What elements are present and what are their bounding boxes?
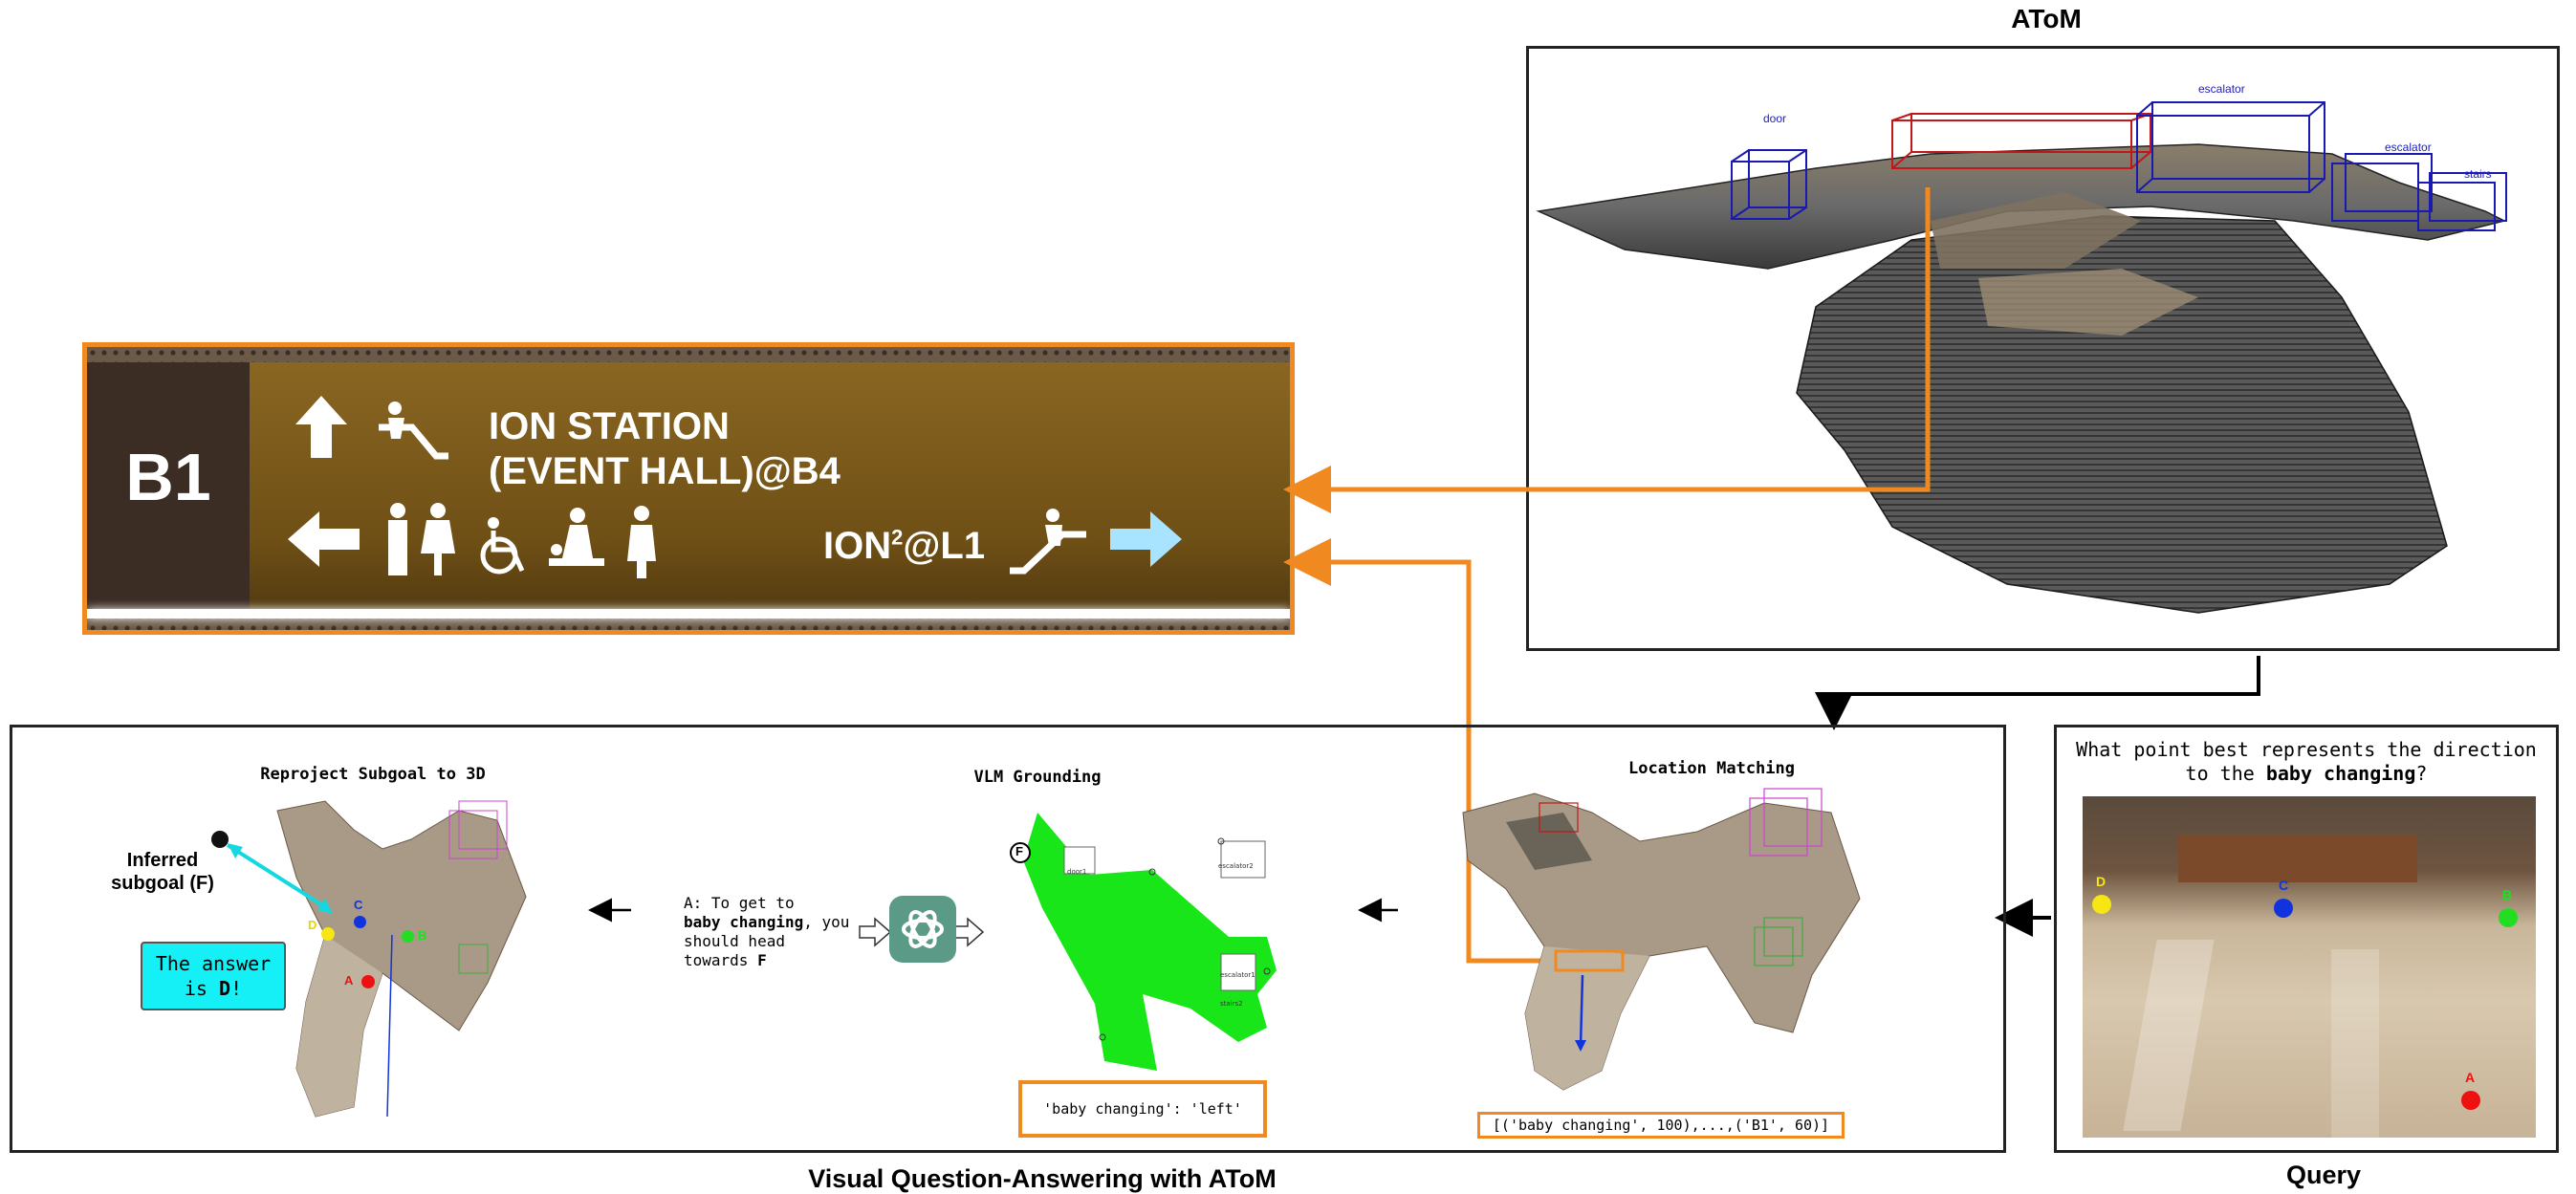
matches-box: [('baby changing', 100),...,('B1', 60)] — [1477, 1112, 1845, 1139]
sign-plate: B1 ION STATION (EVENT HALL)@B4 — [87, 362, 1290, 619]
reproject-point-c — [354, 916, 366, 928]
answer-line1: A: To get to — [684, 894, 795, 912]
point-f-label: F — [1015, 844, 1023, 858]
answer-line3: should head — [684, 932, 785, 950]
sign-line2: (EVENT HALL)@B4 — [489, 450, 840, 492]
sign-light-strip — [87, 609, 1290, 619]
floor-reflection — [2123, 940, 2215, 1131]
reproject-title: Reproject Subgoal to 3D — [260, 765, 486, 784]
query-point-d — [2092, 895, 2111, 914]
vlm-label-stairs: stairs2 — [1220, 1000, 1243, 1008]
vlm-label-door: door1 — [1067, 868, 1087, 876]
reproject-point-d — [321, 927, 335, 941]
sign-level-block: B1 — [87, 362, 250, 619]
reproject-label-d: D — [308, 918, 317, 932]
question-prefix: What point best represents the direction… — [2076, 738, 2537, 785]
vlm-label-escalator2: escalator2 — [1218, 862, 1254, 870]
openai-logo-icon — [889, 896, 956, 963]
question-suffix: ? — [2415, 762, 2428, 785]
reproject-label-a: A — [344, 973, 354, 988]
vlm-grounding-title: VLM Grounding — [973, 768, 1102, 787]
atom-3d-map — [1536, 101, 2507, 614]
query-title: Query — [2285, 1161, 2362, 1189]
sign-ion2: ION2@L1 — [823, 525, 985, 568]
reproject-label-b: B — [418, 928, 427, 943]
baby-changing-icon — [549, 508, 604, 566]
query-point-c — [2274, 899, 2293, 918]
answer-box-bold: D — [219, 977, 231, 1000]
matched-sign-box — [1554, 949, 1625, 972]
sign-ion2-sup: 2 — [891, 525, 904, 550]
right-arrow-icon — [1110, 511, 1182, 567]
sign-photo: B1 ION STATION (EVENT HALL)@B4 — [82, 342, 1295, 635]
escalator-bbox-1 — [2136, 101, 2325, 193]
query-photo — [2083, 796, 2536, 1138]
answer-box: The answer is D! — [141, 942, 286, 1010]
door-label: door — [1763, 112, 1787, 125]
white-arrow-icon-left — [859, 917, 892, 947]
atom-title: AToM — [2011, 4, 2082, 33]
escalator-up-icon — [1010, 509, 1086, 575]
reproject-map — [276, 800, 527, 1118]
query-point-a — [2461, 1091, 2480, 1110]
escalator-label-2: escalator — [2385, 141, 2432, 154]
wheelchair-icon — [480, 517, 525, 575]
reproject-label-c: C — [354, 898, 363, 912]
query-point-b — [2499, 908, 2518, 927]
vqa-title: Visual Question-Answering with AToM — [808, 1164, 1277, 1193]
stairs-bbox — [2417, 172, 2507, 231]
query-label-a: A — [2465, 1070, 2476, 1085]
query-label-d: D — [2096, 874, 2107, 889]
grounding-box: 'baby changing': 'left' — [1018, 1080, 1267, 1138]
answer-line2-bold: baby changing — [684, 913, 804, 931]
reproject-point-b — [402, 930, 414, 943]
connector-match-to-sign — [1283, 538, 1564, 964]
sign-bbox — [1891, 113, 2151, 169]
sign-ion2-suffix: @L1 — [903, 525, 986, 567]
answer-box-prefix: The answer is — [155, 952, 272, 1000]
query-panel — [2054, 725, 2559, 1153]
sign-level: B1 — [125, 440, 211, 514]
family-icon — [627, 506, 656, 578]
answer-line2-rest: , you — [803, 913, 850, 931]
vlm-label-escalator1: escalator1 — [1220, 971, 1255, 979]
reproject-point-a — [361, 975, 375, 988]
question-bold: baby changing — [2265, 762, 2416, 785]
sign-line1: ION STATION — [489, 405, 730, 447]
answer-line2: baby changing, you — [684, 913, 849, 932]
location-matching-map — [1462, 788, 1861, 1091]
answer-line4-prefix: towards — [684, 951, 758, 969]
answer-line4-bold: F — [757, 951, 767, 969]
up-arrow-icon — [295, 396, 347, 458]
toilet-icon — [388, 503, 455, 575]
atom-panel: door escalator escalator stairs — [1526, 46, 2560, 651]
query-label-c: C — [2279, 878, 2289, 893]
shop-counter — [2178, 835, 2417, 882]
query-label-b: B — [2502, 887, 2513, 902]
location-matching-title: Location Matching — [1628, 759, 1795, 778]
vlm-grounding-map — [1010, 813, 1277, 1071]
connector-atom-to-vqa — [1815, 656, 2260, 730]
vqa-panel — [10, 725, 2006, 1153]
vlm-answer-text: A: To get to baby changing, you should h… — [684, 894, 849, 970]
floor-reflection-2 — [2331, 949, 2379, 1138]
door-bbox — [1731, 149, 1807, 220]
connector-atom-to-sign — [1283, 187, 1931, 513]
left-arrow-icon — [288, 511, 360, 567]
answer-box-suffix: ! — [230, 977, 243, 1000]
inferred-subgoal-label: Inferred subgoal (F) — [111, 850, 214, 894]
answer-line4: towards F — [684, 951, 849, 970]
sign-ion2-prefix: ION — [823, 525, 892, 567]
stairs-label: stairs — [2464, 167, 2492, 181]
subgoal-arrow — [211, 831, 333, 914]
escalator-down-icon — [379, 402, 448, 460]
escalator-label-1: escalator — [2198, 82, 2245, 96]
query-question: What point best represents the direction… — [2063, 738, 2549, 786]
